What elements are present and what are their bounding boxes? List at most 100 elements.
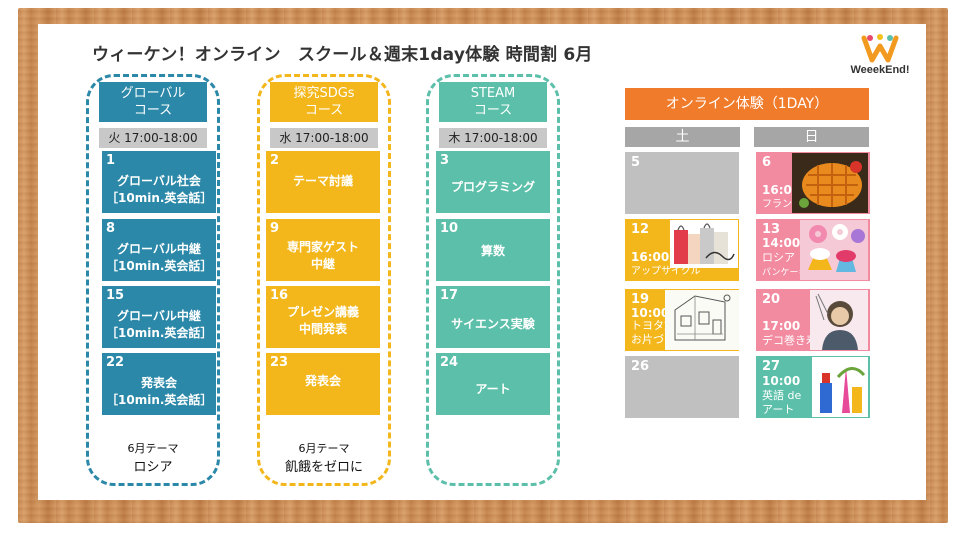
session-date: 3 [440, 153, 450, 168]
course-name: 探究SDGs [293, 86, 355, 101]
event-time: 17:00 [762, 319, 801, 333]
session-title: サイエンス実験 [451, 317, 535, 331]
session-card[interactable]: 23 発表会 [266, 353, 380, 415]
day-number: 5 [631, 155, 641, 170]
session-note: ［10min.英会話］ [106, 191, 213, 205]
day-number: 6 [762, 155, 772, 170]
theme-label: 6月テーマ [127, 442, 179, 455]
session-note: ［10min.英会話］ [106, 259, 213, 273]
session-card[interactable]: 24 アート [436, 353, 550, 415]
session-date: 8 [106, 221, 116, 236]
session-card[interactable]: 2 テーマ討議 [266, 151, 380, 213]
session-card[interactable]: 9 専門家ゲスト中継 [266, 219, 380, 281]
tidy-room-sketch [665, 290, 739, 350]
upcycle-bags-image [670, 220, 738, 268]
session-note: 中継 [310, 257, 335, 271]
course-name: STEAM [470, 86, 516, 101]
session-date: 15 [106, 288, 125, 303]
session-date: 2 [270, 153, 280, 168]
event-time: 16:00 [631, 250, 670, 264]
session-date: 16 [270, 288, 289, 303]
event-title: お片づけ [631, 333, 675, 346]
session-card[interactable]: 16 プレゼン講義中間発表 [266, 286, 380, 348]
session-title: アート [475, 382, 511, 396]
global-monthly-theme: 6月テーマ ロシア [86, 440, 220, 475]
page-title: ウィーケン！オンライン スクール＆週末1day体験 時間割 6月 [92, 45, 593, 65]
event-title: アップサイクル [631, 266, 701, 277]
session-card[interactable]: 22 発表会 ［10min.英会話］ [102, 353, 216, 415]
day-number: 12 [631, 222, 650, 237]
session-date: 9 [270, 221, 280, 236]
session-card[interactable]: 8 グローバル中継 ［10min.英会話］ [102, 219, 216, 281]
saturday-header: 土 [625, 127, 740, 147]
course-name: グローバル [120, 86, 186, 101]
event-title: ロシア [762, 251, 795, 264]
session-date: 10 [440, 221, 459, 236]
session-card[interactable]: 17 サイエンス実験 [436, 286, 550, 348]
art-supplies-image [812, 357, 868, 417]
steam-course-frame [426, 74, 560, 486]
session-note: ［10min.英会話］ [106, 326, 213, 340]
session-title: テーマ討議 [292, 174, 353, 188]
sdgs-course-header: 探究SDGs コース [270, 82, 378, 122]
session-title: 算数 [480, 244, 505, 258]
steam-course-time: 木 17:00-18:00 [439, 128, 547, 148]
online-day-cell[interactable]: 5 [625, 152, 739, 214]
course-suffix: コース [304, 103, 344, 118]
session-title: グローバル社会 [117, 174, 201, 188]
day-number: 13 [762, 222, 781, 237]
theme-value: 飢餓をゼロに [284, 460, 363, 475]
session-note: ［10min.英会話］ [106, 393, 213, 407]
cupcakes-image [800, 220, 868, 280]
event-time: 16:00 [762, 183, 801, 197]
event-title: アート [762, 403, 795, 416]
session-date: 1 [106, 153, 116, 168]
online-1day-header: オンライン体験（1DAY） [625, 88, 869, 120]
sdgs-course-time: 水 17:00-18:00 [270, 128, 378, 148]
event-title: パンケーキ [762, 268, 808, 278]
sdgs-course-frame [257, 74, 391, 486]
steam-course-header: STEAM コース [439, 82, 547, 122]
session-title: グローバル中継 [117, 242, 201, 256]
theme-label: 6月テーマ [298, 442, 350, 455]
global-course-frame [86, 74, 220, 486]
event-title: トヨタ式 [631, 319, 675, 332]
online-day-cell[interactable]: 26 [625, 356, 739, 418]
event-time: 10:00 [631, 306, 670, 320]
french-food-image [792, 153, 868, 213]
session-title: プレゼン講義 [286, 305, 359, 319]
session-date: 17 [440, 288, 459, 303]
event-title: 英語 de [762, 389, 802, 402]
logo-w-icon [861, 34, 899, 63]
session-card[interactable]: 3 プログラミング [436, 151, 550, 213]
session-date: 23 [270, 355, 289, 370]
logo-text: WeeekEnd! [850, 64, 910, 76]
session-note: 中間発表 [298, 322, 347, 336]
session-title: 発表会 [140, 376, 177, 390]
sunday-header: 日 [754, 127, 869, 147]
sdgs-monthly-theme: 6月テーマ 飢餓をゼロに [257, 440, 391, 475]
sushi-chef-image [810, 290, 868, 350]
course-suffix: コース [473, 103, 513, 118]
day-number: 27 [762, 359, 781, 374]
theme-value: ロシア [133, 460, 173, 475]
session-date: 22 [106, 355, 125, 370]
brand-logo: WeeekEnd! [840, 34, 920, 84]
event-time: 14:00 [762, 236, 801, 250]
day-number: 26 [631, 359, 650, 374]
global-course-header: グローバル コース [99, 82, 207, 122]
session-title: 発表会 [304, 374, 341, 388]
session-card[interactable]: 10 算数 [436, 219, 550, 281]
session-title: 専門家ゲスト [286, 240, 359, 254]
global-course-time: 火 17:00-18:00 [99, 128, 207, 148]
day-number: 20 [762, 292, 781, 307]
course-suffix: コース [133, 103, 173, 118]
session-title: プログラミング [450, 180, 535, 194]
session-card[interactable]: 1 グローバル社会 ［10min.英会話］ [102, 151, 216, 213]
session-card[interactable]: 15 グローバル中継 ［10min.英会話］ [102, 286, 216, 348]
event-time: 10:00 [762, 374, 801, 388]
session-date: 24 [440, 355, 459, 370]
session-title: グローバル中継 [117, 309, 201, 323]
event-title: フランス料理 [762, 199, 822, 210]
day-number: 19 [631, 292, 650, 307]
